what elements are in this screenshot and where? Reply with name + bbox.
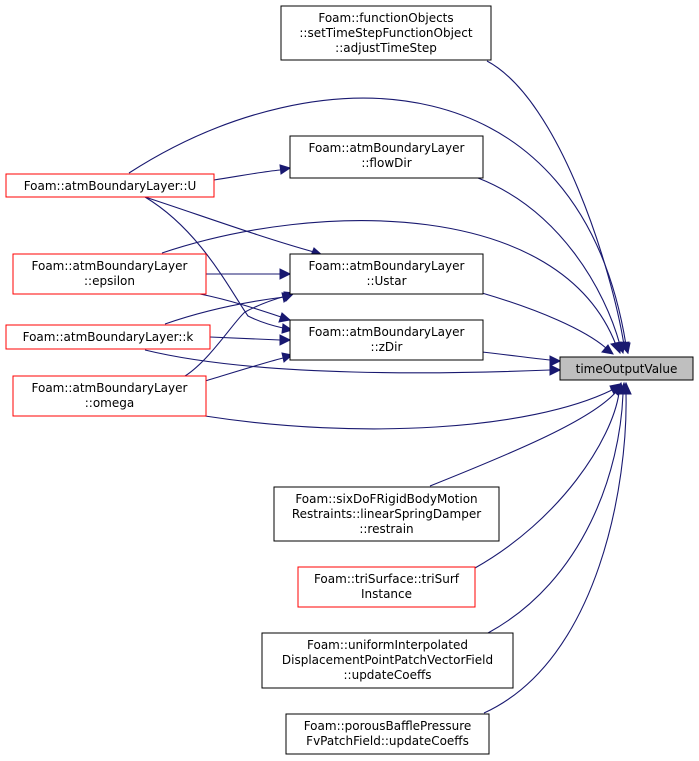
edge-zDir-to-target [481,351,562,367]
node-ustar-line1: Foam::atmBoundaryLayer [309,259,465,273]
node-epsilon-line2: ::epsilon [84,274,135,288]
node-sixDoF-line1: Foam::sixDoFRigidBodyMotion [295,492,477,506]
node-triSurface-triSurfInstance[interactable]: Foam::triSurface::triSurf Instance [297,566,476,608]
node-setTimeStep-line3: ::adjustTimeStep [335,41,437,55]
node-ustar-line2: ::Ustar [366,274,406,288]
edges-layer [128,60,632,714]
node-triSurf-line1: Foam::triSurface::triSurf [314,572,460,586]
node-atmBoundaryLayer-omega[interactable]: Foam::atmBoundaryLayer ::omega [12,375,207,417]
node-setTimeStep-line1: Foam::functionObjects [318,11,453,25]
node-atmBoundaryLayer-k[interactable]: Foam::atmBoundaryLayer::k [5,324,211,350]
edge-omega-to-target [204,383,622,430]
edge-epsilon-to-zDir [199,293,292,323]
node-atmBoundaryLayer-zDir[interactable]: Foam::atmBoundaryLayer ::zDir [289,319,484,361]
node-omega-line1: Foam::atmBoundaryLayer [32,381,188,395]
edge-k-to-ustar [164,292,294,325]
edge-flowDir-to-target [477,177,626,355]
node-zDir-line2: ::zDir [371,340,403,354]
edge-abl_U-to-flowDir [213,164,292,181]
edge-epsilon-to-ustar [204,268,292,280]
node-zDir-line1: Foam::atmBoundaryLayer [309,325,465,339]
node-uniformInterpolated-updateCoeffs[interactable]: Foam::uniformInterpolated DisplacementPo… [261,632,514,689]
node-k-label: Foam::atmBoundaryLayer::k [23,330,194,344]
edge-abl_U-to-ustar [144,196,325,259]
node-flowDir-line1: Foam::atmBoundaryLayer [309,141,465,155]
node-atmBoundaryLayer-flowDir[interactable]: Foam::atmBoundaryLayer ::flowDir [289,135,484,179]
node-sixDoF-line3: ::restrain [359,522,413,536]
node-setTimeStepFunctionObject-adjustTimeStep[interactable]: Foam::functionObjects ::setTimeStepFunct… [280,5,492,61]
node-linearSpringDamper-restrain[interactable]: Foam::sixDoFRigidBodyMotion Restraints::… [273,486,500,542]
node-uniformInterp-line2: DisplacementPointPatchVectorField [282,653,493,667]
node-timeOutputValue-label: timeOutputValue [576,362,678,376]
edge-omega-to-zDir [204,352,294,382]
node-porousBaffle-line2: FvPatchField::updateCoeffs [306,734,469,748]
edge-uniformInterp-to-target [487,381,629,634]
nodes-layer: timeOutputValue Foam::functionObjects ::… [5,5,694,755]
node-triSurf-line2: Instance [361,587,412,601]
node-omega-line2: ::omega [85,396,134,410]
node-setTimeStep-line2: ::setTimeStepFunctionObject [299,26,473,40]
node-atmBoundaryLayer-Ustar[interactable]: Foam::atmBoundaryLayer ::Ustar [289,253,484,295]
node-timeOutputValue[interactable]: timeOutputValue [559,356,694,381]
node-sixDoF-line2: Restraints::linearSpringDamper [292,507,481,521]
edge-k-to-zDir [209,334,292,346]
edge-k-to-target [144,349,562,376]
node-atmBoundaryLayer-epsilon[interactable]: Foam::atmBoundaryLayer ::epsilon [12,253,207,295]
node-abl_U-label: Foam::atmBoundaryLayer::U [24,179,197,193]
node-atmBoundaryLayer-U[interactable]: Foam::atmBoundaryLayer::U [5,173,215,198]
node-uniformInterp-line3: ::updateCoeffs [344,668,432,682]
edge-ustar-to-target [481,292,614,355]
node-uniformInterp-line1: Foam::uniformInterpolated [307,638,468,652]
node-flowDir-line2: ::flowDir [361,156,411,170]
node-porousBaffle-line1: Foam::porousBafflePressure [304,719,472,733]
node-epsilon-line1: Foam::atmBoundaryLayer [32,259,188,273]
edge-epsilon-to-target [161,220,622,355]
node-porousBafflePressure-updateCoeffs[interactable]: Foam::porousBafflePressure FvPatchField:… [285,713,490,755]
edge-porousBaffle-to-target [483,381,632,714]
